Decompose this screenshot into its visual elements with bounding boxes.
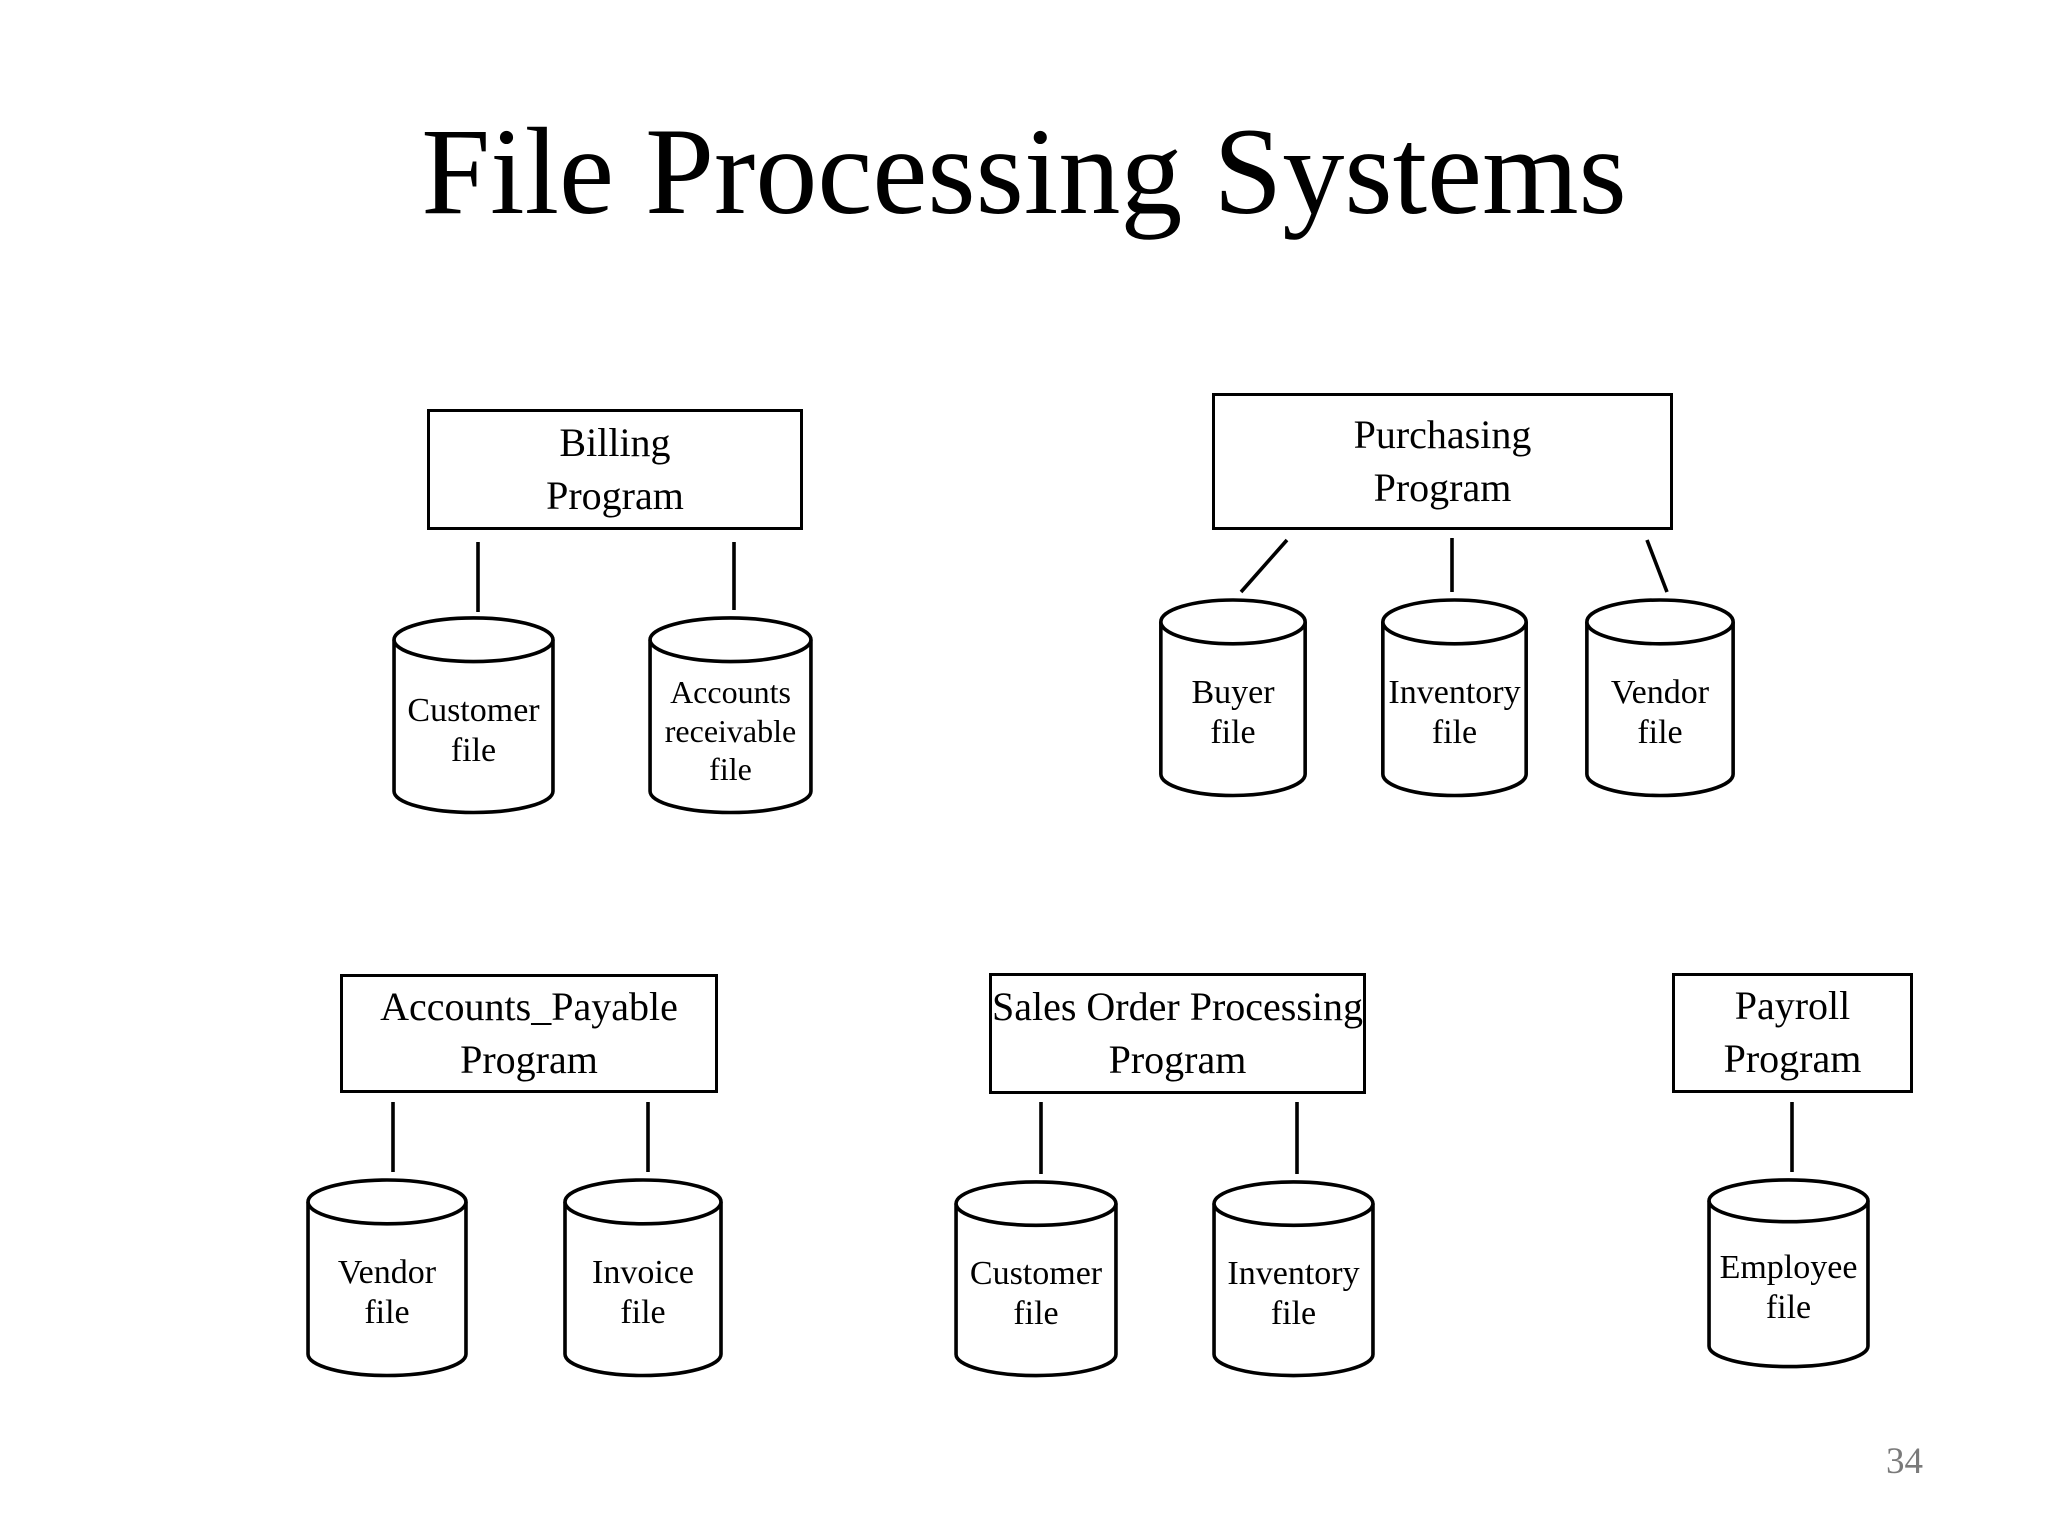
billing-program-box: Billing Program [427, 409, 803, 530]
sales-order-program-label-line1: Sales Order Processing [991, 983, 1364, 1029]
file-label-line: Inventory [1227, 1255, 1360, 1293]
purchasing-program-label-line2: Program [1373, 464, 1512, 510]
sales-order-program-label-line2: Program [1108, 1036, 1247, 1082]
sales-order-processing-program-box: Sales Order Processing Program [989, 973, 1366, 1094]
database-cylinder-icon [1212, 1180, 1375, 1377]
database-cylinder-icon [954, 1180, 1118, 1377]
file-label-line: Buyer [1191, 674, 1275, 712]
accounts-payable-program-label-line1: Accounts_Payable [380, 983, 678, 1029]
file-label-line: receivable [664, 712, 797, 749]
file-label-line: Vendor [1610, 674, 1710, 712]
file-label-line: file [1765, 1289, 1812, 1327]
database-cylinder-icon [1585, 598, 1735, 797]
billing-program-label-line2: Program [546, 472, 684, 518]
database-cylinder-icon [392, 616, 555, 814]
payroll-program-label-line1: Payroll [1734, 983, 1851, 1029]
database-cylinder-icon [1707, 1178, 1870, 1368]
file-label-line: file [709, 751, 752, 788]
file-label-line: file [1013, 1295, 1059, 1333]
accounts-payable-program-label-line2: Program [460, 1036, 598, 1082]
employee-file-cylinder-payroll: Employee file [1707, 1178, 1870, 1368]
file-label-line: Customer [407, 691, 540, 729]
file-label-line: file [1270, 1295, 1317, 1333]
purchasing-to-buyer-line [1239, 538, 1289, 594]
file-label-line: Invoice [592, 1254, 694, 1292]
file-label-line: file [364, 1294, 410, 1332]
page-number: 34 [1886, 1441, 1923, 1482]
database-cylinder-icon [1381, 598, 1528, 797]
database-cylinder-icon [563, 1178, 723, 1377]
file-label-line: Accounts [670, 674, 791, 711]
file-label-line: file [450, 731, 497, 769]
inventory-file-cylinder-sales-order: Inventory file [1212, 1180, 1375, 1377]
inventory-file-cylinder-purchasing: Inventory file [1381, 598, 1528, 797]
vendor-file-cylinder-purchasing: Vendor file [1585, 598, 1735, 797]
accounts-receivable-file-cylinder-billing: Accounts receivable file [648, 616, 813, 814]
buyer-file-cylinder-purchasing: Buyer file [1159, 598, 1307, 797]
customer-file-cylinder-sales-order: Customer file [954, 1180, 1118, 1377]
file-label-line: Employee [1719, 1249, 1858, 1287]
database-cylinder-icon [306, 1178, 468, 1377]
file-label-line: file [620, 1294, 666, 1332]
payroll-program-label-line2: Program [1723, 1036, 1862, 1081]
accounts-payable-program-box: Accounts_Payable Program [340, 974, 718, 1093]
file-label-line: Customer [969, 1255, 1103, 1293]
customer-file-cylinder-billing: Customer file [392, 616, 555, 814]
file-label-line: file [1637, 714, 1683, 752]
purchasing-program-box: Purchasing Program [1212, 393, 1673, 530]
database-cylinder-icon [648, 616, 813, 814]
payroll-program-box: Payroll Program [1672, 973, 1913, 1093]
invoice-file-cylinder-accounts-payable: Invoice file [563, 1178, 723, 1377]
vendor-file-cylinder-accounts-payable: Vendor file [306, 1178, 468, 1377]
billing-program-label-line1: Billing [559, 419, 671, 465]
file-label-line: Inventory [1388, 674, 1521, 712]
purchasing-to-vendor-line [1645, 539, 1669, 593]
slide-title: File Processing Systems [421, 103, 1627, 240]
file-label-line: file [1431, 714, 1478, 752]
database-cylinder-icon [1159, 598, 1307, 797]
purchasing-program-label-line1: Purchasing [1353, 411, 1532, 457]
file-label-line: Vendor [337, 1254, 437, 1292]
file-label-line: file [1210, 714, 1256, 752]
